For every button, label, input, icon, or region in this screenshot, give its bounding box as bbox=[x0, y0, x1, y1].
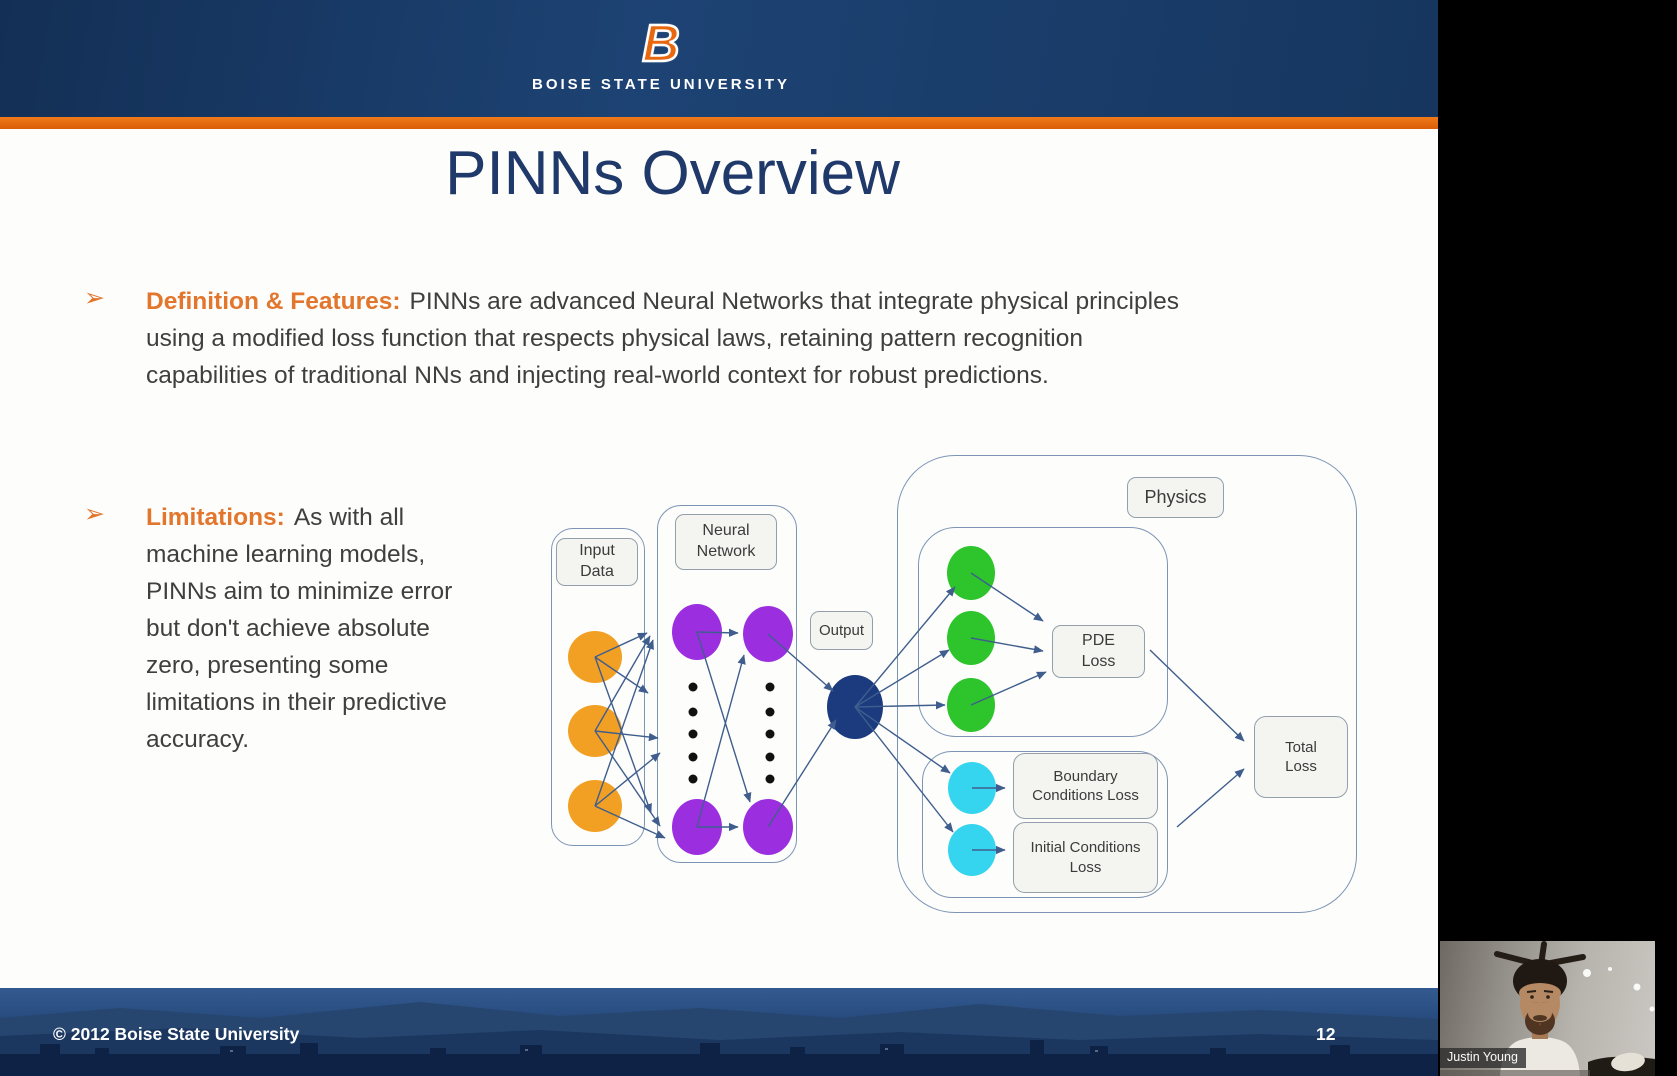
initial-conditions-loss-label: Initial Conditions Loss bbox=[1013, 822, 1158, 893]
bullet-arrow-icon: ➢ bbox=[84, 500, 105, 528]
header-accent-bar bbox=[0, 117, 1438, 129]
pde-loss-label: PDE Loss bbox=[1052, 625, 1145, 678]
hidden-dots bbox=[688, 682, 775, 784]
bullet-limitations: Limitations:As with all machine learning… bbox=[146, 499, 464, 758]
pinn-architecture-diagram bbox=[568, 546, 1245, 876]
conditions-loss-group-container bbox=[922, 751, 1168, 898]
participant-person bbox=[1500, 959, 1580, 1076]
bullet-limitations-label: Limitations: bbox=[146, 504, 285, 531]
slide-title: PINNs Overview bbox=[445, 139, 900, 208]
couch-edge bbox=[1440, 1070, 1590, 1076]
neural-network-container bbox=[657, 505, 797, 863]
bullet-definition-text: PINNs are advanced Neural Networks that … bbox=[146, 288, 1179, 389]
letterbox bbox=[1438, 0, 1677, 1076]
input-data-label: Input Data bbox=[556, 538, 638, 586]
webcam-video: Justin Young bbox=[1440, 941, 1655, 1076]
physics-label: Physics bbox=[1127, 477, 1224, 518]
participant-name-label: Justin Young bbox=[1440, 1048, 1526, 1068]
physics-container bbox=[897, 455, 1357, 913]
pde-loss-group-container bbox=[918, 527, 1168, 737]
university-name: BOISE STATE UNIVERSITY bbox=[532, 76, 790, 93]
bullet-definition: Definition & Features:PINNs are advanced… bbox=[146, 283, 1198, 394]
output-label: Output bbox=[810, 611, 873, 650]
university-logo: B BOISE STATE UNIVERSITY bbox=[0, 0, 1322, 93]
bullet-limitations-text: As with all machine learning models, PIN… bbox=[146, 504, 453, 753]
slide-number: 12 bbox=[1316, 1024, 1336, 1044]
webcam-scene bbox=[1440, 941, 1655, 1076]
slide-footer: © 2012 Boise State University 12 bbox=[0, 988, 1438, 1076]
presentation-slide: B BOISE STATE UNIVERSITY PINNs Overview … bbox=[0, 0, 1438, 1076]
bullet-arrow-icon: ➢ bbox=[84, 284, 105, 312]
connection-arrows bbox=[594, 572, 1245, 855]
neural-network-label: Neural Network bbox=[675, 514, 777, 570]
ceiling-lights bbox=[1583, 967, 1655, 1012]
pillow bbox=[1611, 1052, 1645, 1072]
bullet-definition-label: Definition & Features: bbox=[146, 288, 401, 315]
boise-state-b-logo-icon: B bbox=[641, 15, 681, 73]
condition-nodes bbox=[948, 762, 996, 876]
boise-skyline-art bbox=[0, 1002, 1438, 1076]
boundary-conditions-loss-label: Boundary Conditions Loss bbox=[1013, 753, 1158, 819]
slide-header-banner: B BOISE STATE UNIVERSITY bbox=[0, 0, 1438, 117]
total-loss-label: Total Loss bbox=[1254, 716, 1348, 798]
physics-residual-nodes bbox=[947, 546, 995, 732]
copyright-text: © 2012 Boise State University bbox=[53, 1024, 300, 1044]
